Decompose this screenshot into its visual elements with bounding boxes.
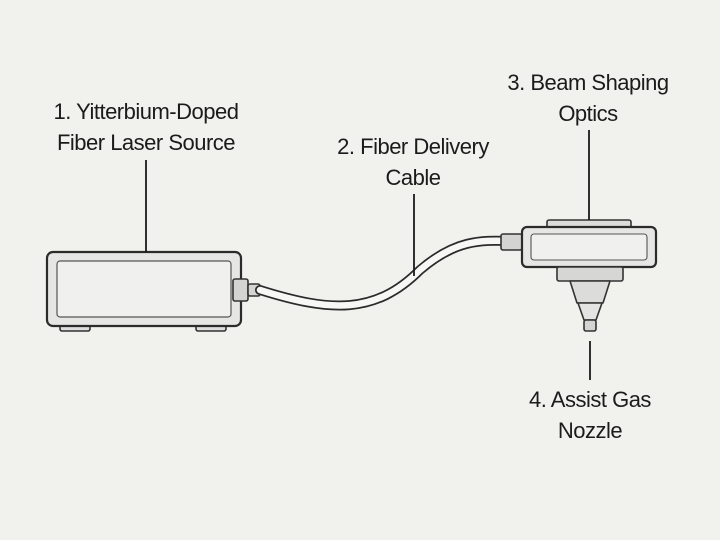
label-delivery-cable-line-2: Cable: [385, 165, 441, 190]
label-gas-nozzle-line-2: Nozzle: [557, 418, 623, 443]
label-delivery-cable: 2. Fiber Delivery Cable: [300, 131, 526, 193]
label-laser-source-line-1: 1. Yitterbium-Doped: [53, 99, 239, 124]
label-laser-source: 1. Yitterbium-Doped Fiber Laser Source: [20, 96, 272, 158]
label-beam-optics-line-1: 3. Beam Shaping: [507, 70, 669, 95]
delivery-cable-line: [255, 233, 523, 311]
label-laser-source-line-2: Fiber Laser Source: [56, 130, 236, 155]
label-gas-nozzle-line-1: 4. Assist Gas: [529, 387, 651, 412]
label-beam-optics-line-2: Optics: [558, 101, 618, 126]
label-gas-nozzle: 4. Assist Gas Nozzle: [480, 384, 700, 446]
beam-optics-unit: [520, 219, 658, 282]
label-delivery-cable-line-1: 2. Fiber Delivery: [337, 134, 489, 159]
gas-nozzle-unit: [569, 280, 611, 332]
laser-source-unit: [45, 250, 261, 332]
label-beam-optics: 3. Beam Shaping Optics: [470, 67, 706, 129]
